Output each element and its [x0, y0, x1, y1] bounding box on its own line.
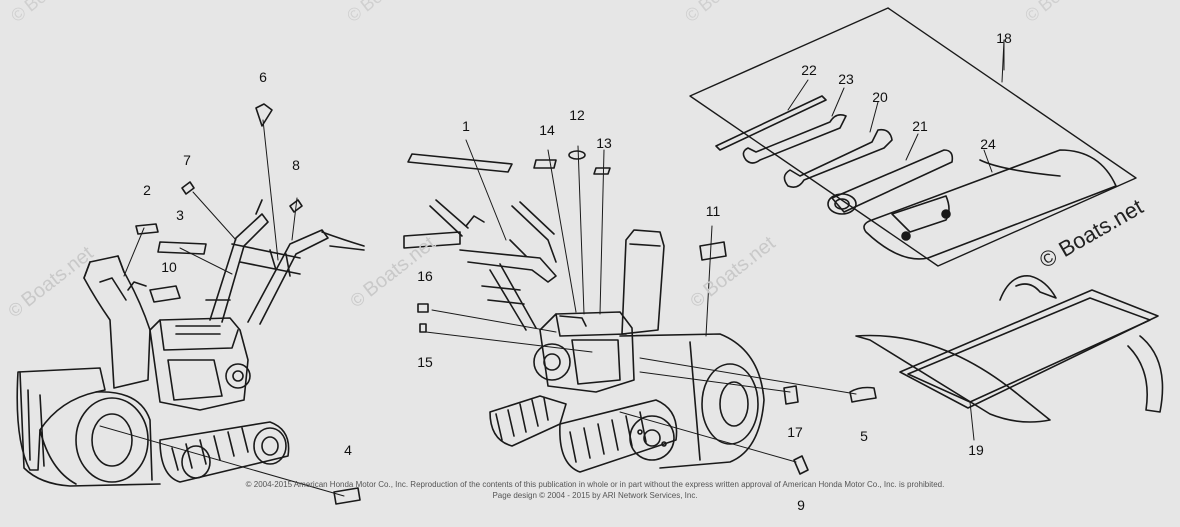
callout-17: 17	[787, 424, 803, 440]
part-8-icon	[289, 199, 303, 213]
callout-4: 4	[344, 442, 352, 458]
callout-20: 20	[872, 89, 888, 105]
cover-drawing	[855, 275, 1164, 441]
callout-9: 9	[797, 497, 805, 513]
part-12-icon	[568, 150, 586, 160]
part-16-icon	[417, 303, 429, 313]
part-1-icon	[407, 153, 513, 173]
part-2-icon	[135, 223, 159, 235]
callout-12: 12	[569, 107, 585, 123]
callout-21: 21	[912, 118, 928, 134]
callout-13: 13	[596, 135, 612, 151]
callout-2: 2	[143, 182, 151, 198]
part-14-icon	[533, 159, 557, 169]
callout-16: 16	[417, 268, 433, 284]
callout-7: 7	[183, 152, 191, 168]
part-5-icon	[849, 386, 877, 403]
part-3-icon	[157, 241, 207, 255]
callout-10: 10	[161, 259, 177, 275]
callout-22: 22	[801, 62, 817, 78]
callout-24: 24	[980, 136, 996, 152]
part-10-icon	[149, 285, 181, 303]
callout-1: 1	[462, 118, 470, 134]
callout-11: 11	[705, 203, 721, 219]
callout-3: 3	[176, 207, 184, 223]
part-13-icon	[593, 167, 611, 175]
part-6-icon	[255, 103, 273, 127]
callout-5: 5	[860, 428, 868, 444]
callout-15: 15	[417, 354, 433, 370]
part-17-icon	[783, 385, 799, 405]
part-4-icon	[333, 487, 361, 505]
snowblower-middle-drawing	[403, 139, 857, 473]
snowblower-left-drawing	[16, 119, 365, 497]
callout-19: 19	[968, 442, 984, 458]
page-design-notice: Page design © 2004 - 2015 by ARI Network…	[492, 491, 698, 500]
callout-8: 8	[292, 157, 300, 173]
part-11-icon	[699, 241, 727, 261]
callout-18: 18	[996, 30, 1012, 46]
callout-14: 14	[539, 122, 555, 138]
part-15-icon	[419, 323, 427, 333]
tool-kit-drawing	[689, 7, 1137, 267]
copyright-notice: © 2004-2015 American Honda Motor Co., In…	[245, 480, 945, 489]
callout-6: 6	[259, 69, 267, 85]
part-7-icon	[181, 181, 195, 195]
part-9-icon	[793, 455, 809, 475]
callout-23: 23	[838, 71, 854, 87]
